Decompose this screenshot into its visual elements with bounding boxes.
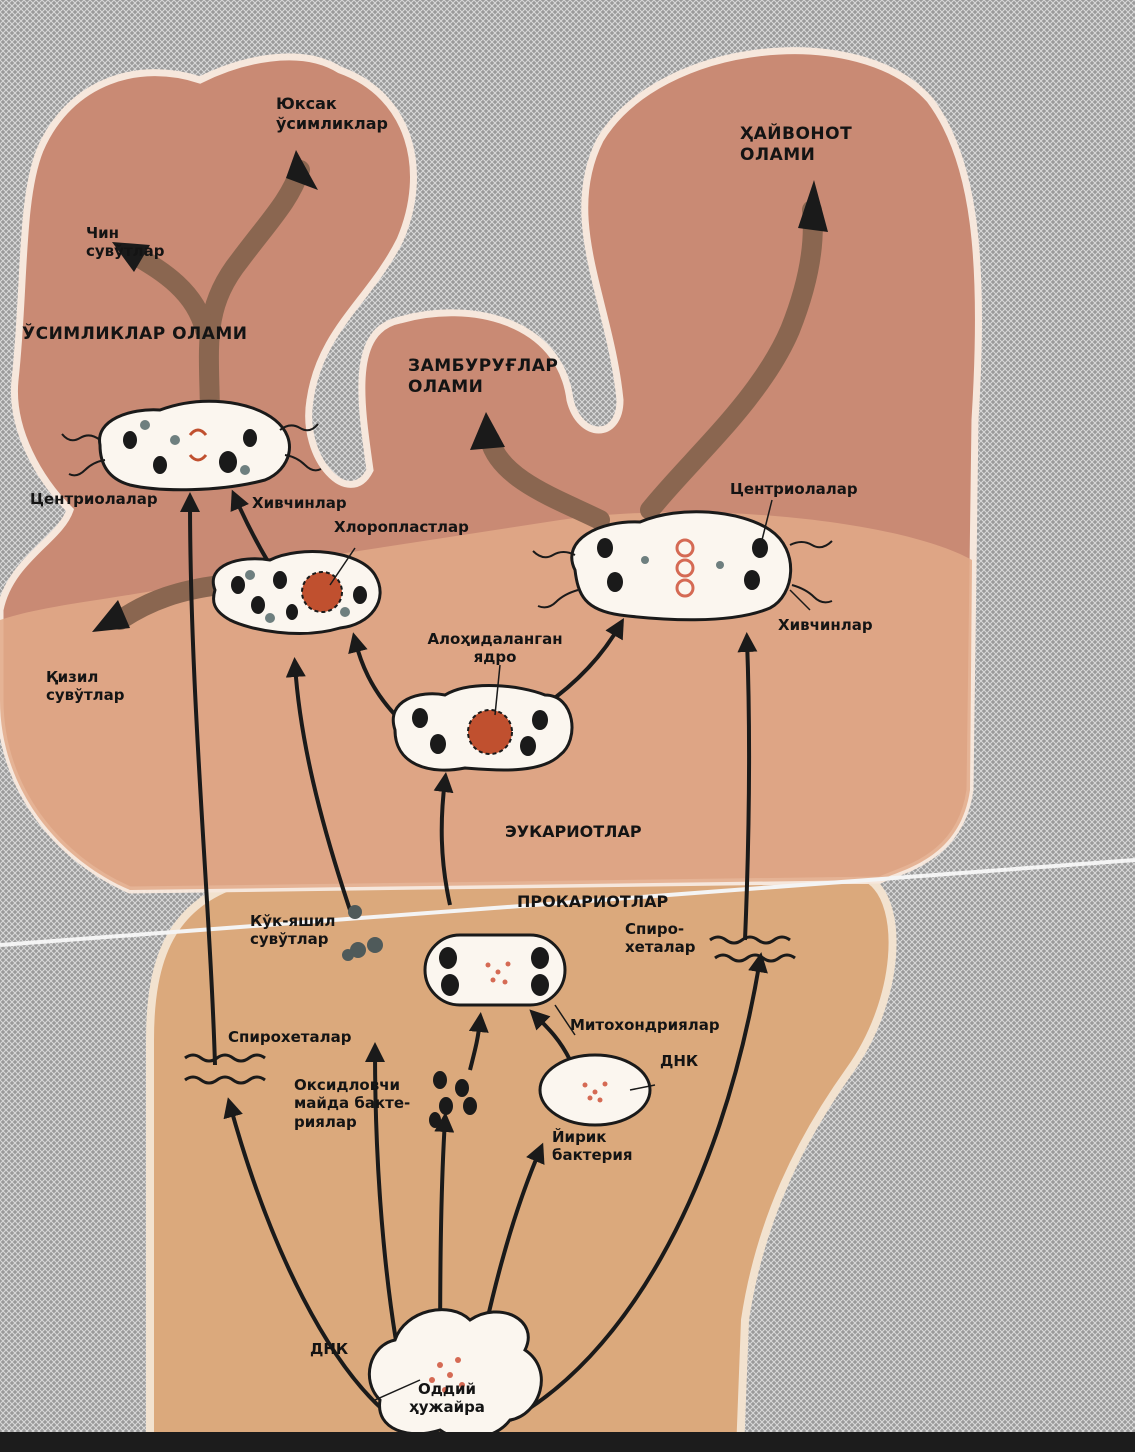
label-red-algae: Қизил сувўтлар	[46, 668, 124, 705]
kingdom-plants: ЎСИМЛИКЛАР ОЛАМИ	[22, 324, 248, 345]
bottom-strip	[0, 1432, 1135, 1452]
label-centrioles-right: Центриолалар	[730, 480, 858, 498]
label-mitochondria: Митохондриялар	[570, 1016, 720, 1034]
label-simple-cell: Оддий ҳужайра	[392, 1380, 502, 1417]
label-chloroplasts: Хлоропластлар	[334, 518, 469, 536]
label-flagella-right: Хивчинлар	[778, 616, 873, 634]
label-flagella-left: Хивчинлар	[252, 494, 347, 512]
eukaryote-cell	[393, 686, 572, 771]
label-blue-green-algae: Кўк-яшил сувўтлар	[250, 912, 336, 949]
proto-eukaryote-cell	[425, 935, 565, 1005]
label-true-algae: Чин сувўтлар	[86, 224, 164, 261]
label-large-bacterium: Йирик бактерия	[552, 1128, 633, 1165]
label-eukaryotes: ЭУКАРИОТЛАР	[505, 822, 642, 842]
label-spirochetes-left: Спирохеталар	[228, 1028, 351, 1046]
label-dna-right: ДНК	[660, 1052, 698, 1070]
chloroplast-cell	[213, 552, 380, 634]
label-prokaryotes: ПРОКАРИОТЛАР	[517, 892, 668, 912]
label-higher-plants: Юксак ўсимликлар	[276, 94, 388, 133]
kingdom-fungi: ЗАМБУРУҒЛАР ОЛАМИ	[408, 356, 558, 397]
label-spirochetes-right: Спиро- хеталар	[625, 920, 696, 957]
kingdom-animals: ҲАЙВОНОТ ОЛАМИ	[740, 124, 852, 165]
label-centrioles-left: Центриолалар	[30, 490, 158, 508]
label-oxidizing-bacteria: Оксидловчи майда бакте- риялар	[294, 1076, 410, 1131]
label-dna-bottom: ДНК	[310, 1340, 348, 1358]
label-isolated-nucleus: Алоҳидаланган ядро	[410, 630, 580, 667]
